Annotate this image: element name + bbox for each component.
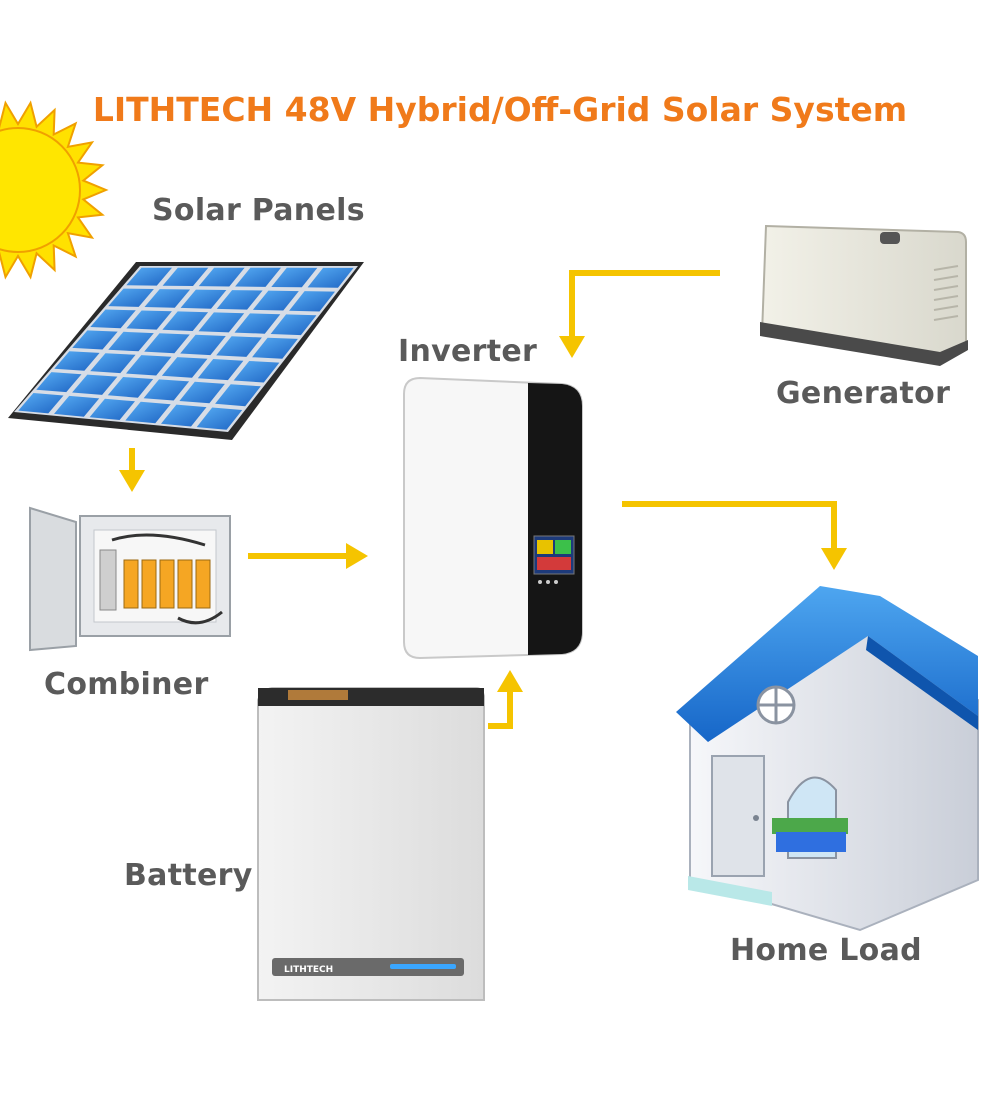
solar-cell (18, 393, 64, 414)
combiner-box-icon (29, 506, 231, 652)
flow-arrow-line (488, 692, 513, 729)
solar-cell (271, 267, 318, 288)
solar-cell (198, 267, 245, 287)
flow-arrow-line (569, 270, 720, 336)
flow-arrow-head (497, 670, 523, 692)
inverter-icon (403, 376, 583, 660)
flow-arrow-combiner-to-inverter (248, 543, 368, 569)
sun-icon (0, 100, 109, 280)
solar-panels-label: Solar Panels (152, 193, 365, 228)
solar-cell (270, 314, 317, 336)
solar-cell (72, 374, 118, 395)
generator-label: Generator (776, 376, 951, 411)
combiner-label: Combiner (44, 667, 209, 702)
solar-cell (90, 309, 136, 329)
solar-cell (216, 290, 263, 310)
solar-cell (179, 381, 225, 404)
solar-cell (54, 351, 100, 371)
flow-arrow-head (346, 543, 368, 569)
solar-cell (161, 404, 207, 427)
diagram-title: LITHTECH 48V Hybrid/Off-Grid Solar Syste… (92, 90, 908, 129)
solar-cell (198, 312, 245, 333)
solar-cell (89, 398, 135, 420)
solar-cell (126, 267, 172, 286)
solar-cell (162, 311, 209, 331)
solar-cell (197, 359, 244, 381)
flow-arrow-head (821, 548, 847, 570)
solar-cell (180, 289, 227, 309)
flow-arrows (119, 270, 847, 729)
battery-label: Battery (124, 858, 253, 893)
battery-icon (257, 687, 485, 1001)
house-icon (676, 586, 979, 932)
solar-cell (215, 384, 261, 407)
solar-cell (144, 333, 190, 354)
home-load-label: Home Load (730, 933, 922, 968)
solar-cell (108, 331, 154, 352)
solar-cell (125, 401, 171, 424)
flow-arrow-inverter-to-home-load (622, 501, 847, 570)
solar-cell (235, 267, 281, 287)
solar-cell (162, 267, 209, 286)
flow-arrow-head (559, 336, 585, 358)
solar-cell (108, 288, 154, 307)
flow-arrow-generator-to-inverter (559, 270, 720, 358)
solar-cell (233, 361, 280, 383)
solar-panel-icon (8, 262, 364, 440)
solar-cell (216, 336, 262, 357)
solar-cell (144, 289, 191, 308)
solar-cell (161, 357, 208, 378)
battery-brand-text: LITHTECH (284, 965, 333, 975)
solar-cell (126, 310, 172, 330)
flow-arrow-head (119, 470, 145, 492)
flow-arrow-battery-to-inverter (488, 670, 523, 729)
solar-cell (72, 330, 118, 350)
solar-cell (143, 379, 190, 401)
solar-cell (252, 290, 299, 311)
inverter-label: Inverter (398, 334, 538, 369)
solar-cell (307, 267, 354, 288)
solar-cell (90, 353, 136, 374)
solar-cell (107, 377, 154, 398)
solar-cell (36, 372, 82, 393)
solar-cell (54, 395, 100, 417)
solar-cell (289, 291, 335, 312)
flow-arrow-line (622, 501, 837, 548)
solar-cell (252, 337, 298, 359)
solar-cell (126, 355, 172, 376)
flow-arrow-solar-panels-to-combiner (119, 448, 145, 492)
solar-cell (196, 407, 243, 430)
solar-cell (180, 334, 226, 356)
solar-cell (234, 313, 281, 334)
generator-icon (760, 224, 968, 366)
